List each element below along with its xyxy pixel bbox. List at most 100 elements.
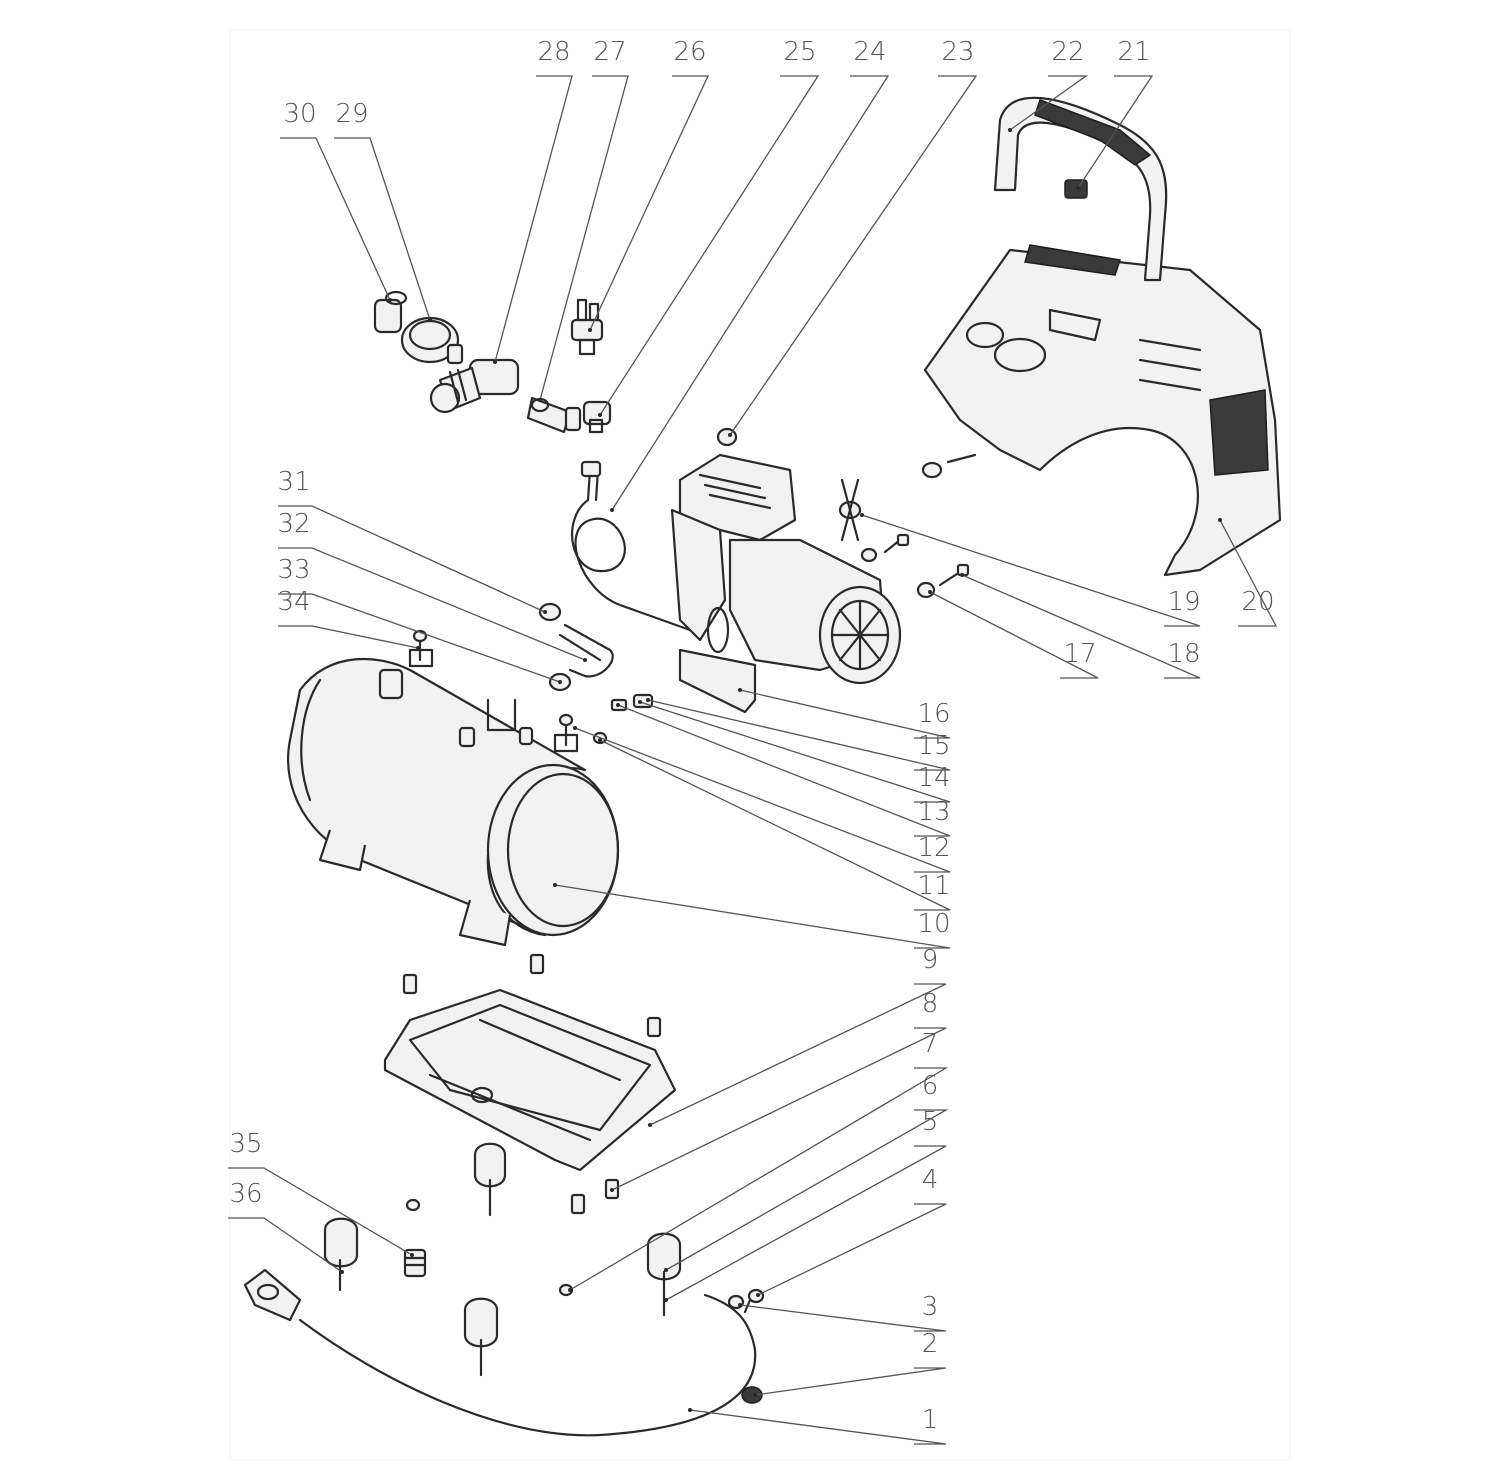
callout-36: 36 bbox=[228, 1179, 344, 1274]
callout-label: 27 bbox=[593, 37, 626, 67]
callout-label: 20 bbox=[1241, 587, 1274, 617]
callout-label: 18 bbox=[1167, 639, 1200, 669]
callout-label: 34 bbox=[277, 587, 310, 617]
callout-12: 12 bbox=[573, 726, 951, 873]
leader-line bbox=[647, 699, 951, 771]
callout-label: 25 bbox=[783, 37, 816, 67]
callout-26: 26 bbox=[588, 37, 710, 332]
callout-label: 24 bbox=[853, 37, 886, 67]
part-25-elbow-fitting bbox=[582, 400, 612, 434]
part-24-discharge-tube bbox=[571, 460, 692, 632]
leader-dot bbox=[388, 298, 392, 302]
callout-34: 34 bbox=[277, 587, 420, 650]
callout-22: 22 bbox=[1008, 37, 1089, 132]
leader-line bbox=[539, 75, 629, 401]
callout-8: 8 bbox=[610, 989, 947, 1192]
leader-dot bbox=[638, 700, 642, 704]
callout-label: 4 bbox=[922, 1165, 939, 1195]
leader-line bbox=[1077, 75, 1154, 189]
callout-label: 17 bbox=[1063, 639, 1096, 669]
leader-line bbox=[599, 75, 820, 416]
leader-line bbox=[228, 1167, 413, 1256]
leader-dot bbox=[598, 413, 602, 417]
callout-label: 12 bbox=[917, 833, 950, 863]
part-32-hose bbox=[558, 623, 614, 678]
callout-label: 10 bbox=[917, 909, 950, 939]
leader-dot bbox=[928, 590, 932, 594]
part-10-air-tank bbox=[287, 648, 620, 947]
callout-7: 7 bbox=[568, 1029, 949, 1292]
leader-line bbox=[665, 1109, 949, 1271]
leader-line bbox=[278, 547, 586, 661]
callout-label: 16 bbox=[917, 699, 950, 729]
leader-dot bbox=[738, 1303, 742, 1307]
part-20-cover-shroud bbox=[923, 244, 1282, 577]
callout-6: 6 bbox=[664, 1071, 949, 1272]
callout-label: 14 bbox=[917, 763, 950, 793]
part-22-handle bbox=[993, 96, 1168, 282]
leader-dot bbox=[648, 1123, 652, 1127]
leader-line bbox=[617, 704, 951, 837]
callout-32: 32 bbox=[277, 509, 587, 662]
part-9-base-tray bbox=[383, 988, 677, 1172]
callout-label: 15 bbox=[917, 731, 950, 761]
shroud-fasteners bbox=[921, 453, 977, 479]
leader-dot bbox=[598, 738, 602, 742]
callout-label: 36 bbox=[229, 1179, 262, 1209]
callout-label: 23 bbox=[941, 37, 974, 67]
leader-dot bbox=[1008, 128, 1012, 132]
leader-line bbox=[1009, 75, 1089, 131]
callout-label: 22 bbox=[1051, 37, 1084, 67]
callout-label: 2 bbox=[922, 1329, 939, 1359]
leader-line bbox=[929, 591, 1099, 679]
callout-19: 19 bbox=[860, 513, 1201, 627]
leader-line bbox=[278, 593, 561, 683]
part-35-drain-valve bbox=[403, 1248, 427, 1278]
callout-label: 21 bbox=[1117, 37, 1150, 67]
leader-dot bbox=[756, 1293, 760, 1297]
callout-label: 29 bbox=[335, 99, 368, 129]
leader-line bbox=[574, 727, 951, 873]
leader-dot bbox=[416, 646, 420, 650]
callout-label: 35 bbox=[229, 1129, 262, 1159]
part-2-grommet bbox=[741, 1386, 763, 1404]
callout-label: 9 bbox=[922, 945, 939, 975]
callout-28: 28 bbox=[493, 37, 573, 364]
leader-dot bbox=[664, 1268, 668, 1272]
callout-11: 11 bbox=[598, 738, 951, 911]
callout-1: 1 bbox=[688, 1405, 947, 1445]
leader-line bbox=[278, 505, 546, 613]
callout-31: 31 bbox=[277, 467, 547, 614]
part-1-power-cord bbox=[298, 1293, 757, 1437]
leader-dot bbox=[646, 698, 650, 702]
callout-label: 1 bbox=[922, 1405, 939, 1435]
callout-33: 33 bbox=[277, 555, 562, 684]
callout-9: 9 bbox=[648, 945, 947, 1127]
callout-21: 21 bbox=[1076, 37, 1154, 190]
leader-dot bbox=[543, 610, 547, 614]
leader-dot bbox=[610, 1188, 614, 1192]
callout-label: 26 bbox=[673, 37, 706, 67]
leader-dot bbox=[664, 1298, 668, 1302]
callout-27: 27 bbox=[538, 37, 629, 402]
leader-dot bbox=[340, 1270, 344, 1274]
leader-dot bbox=[616, 703, 620, 707]
leader-line bbox=[611, 1027, 947, 1191]
leader-dot bbox=[538, 398, 542, 402]
part-27-quick-coupler bbox=[526, 396, 582, 434]
callout-25: 25 bbox=[598, 37, 820, 417]
part-31-hose-clamp bbox=[538, 602, 562, 622]
callout-label: 32 bbox=[277, 509, 310, 539]
leader-dot bbox=[610, 508, 614, 512]
callout-17: 17 bbox=[928, 590, 1099, 679]
leader-line bbox=[739, 1304, 947, 1332]
part-16-pump-motor-assembly bbox=[670, 453, 902, 714]
leader-line bbox=[278, 625, 419, 649]
leader-line bbox=[554, 884, 951, 949]
leader-dot bbox=[1076, 186, 1080, 190]
callout-label: 3 bbox=[922, 1292, 939, 1322]
callout-label: 6 bbox=[922, 1071, 939, 1101]
leader-dot bbox=[588, 328, 592, 332]
callout-24: 24 bbox=[610, 37, 890, 512]
